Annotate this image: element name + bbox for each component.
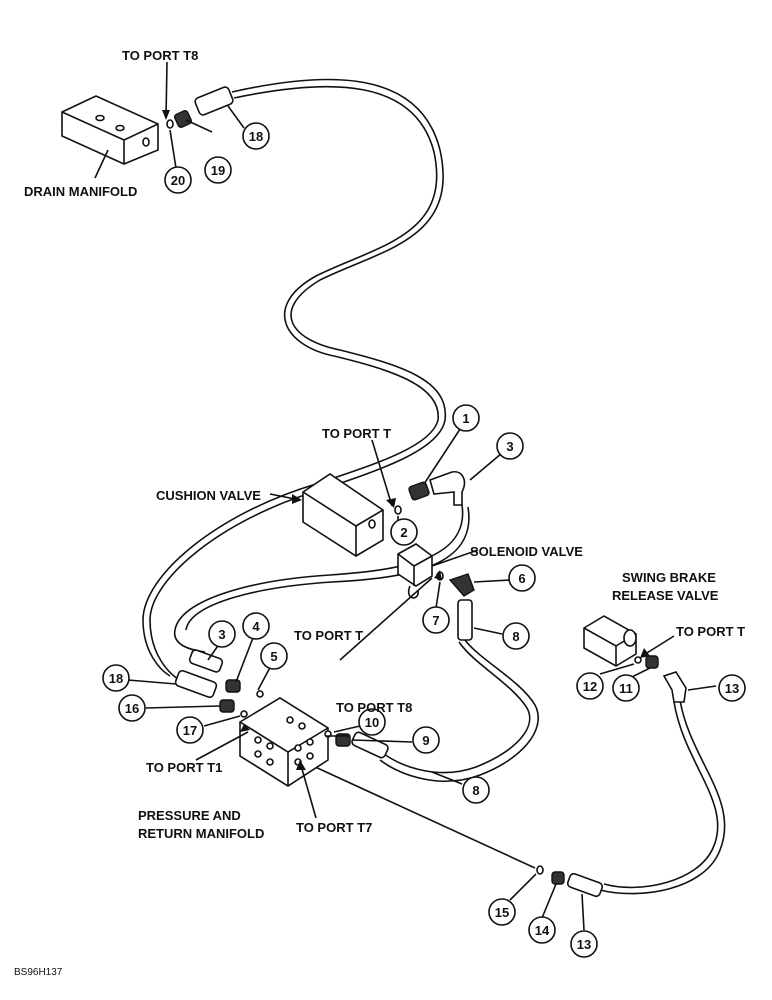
svg-text:9: 9	[422, 733, 429, 748]
label-cushion-valve: CUSHION VALVE	[156, 488, 261, 503]
svg-text:8: 8	[472, 783, 479, 798]
svg-text:5: 5	[270, 649, 277, 664]
fitting-18-top	[194, 86, 234, 116]
callout-18-top: 18	[242, 122, 270, 150]
label-to-port-t8-manifold: TO PORT T8	[336, 700, 412, 715]
pressure-return-manifold	[239, 697, 329, 787]
solenoid-valve	[397, 543, 433, 599]
elbow-3-top	[429, 470, 466, 506]
svg-text:18: 18	[249, 129, 263, 144]
svg-text:3: 3	[506, 439, 513, 454]
label-pressure-and: PRESSURE AND	[138, 808, 241, 823]
callout-13-bottom: 13	[570, 930, 598, 958]
callout-20: 20	[164, 166, 192, 194]
callout-2: 2	[390, 518, 418, 546]
fitting-8-bottom	[351, 731, 389, 759]
o-ring-15	[536, 865, 544, 875]
svg-text:20: 20	[171, 173, 185, 188]
callout-3-bottom: 3	[208, 620, 236, 648]
label-to-port-t-solenoid: TO PORT T	[294, 628, 363, 643]
swing-brake-release-valve	[583, 615, 637, 667]
callout-9: 9	[412, 726, 440, 754]
fitting-18-bottom	[174, 669, 218, 699]
label-solenoid-valve: SOLENOID VALVE	[470, 544, 583, 559]
svg-text:7: 7	[432, 613, 439, 628]
callout-19: 19	[204, 156, 232, 184]
callout-16: 16	[118, 694, 146, 722]
svg-text:14: 14	[535, 923, 550, 938]
o-ring-12	[634, 656, 642, 664]
svg-text:12: 12	[583, 679, 597, 694]
fitting-9	[335, 733, 351, 747]
cushion-valve	[302, 473, 384, 557]
label-drain-manifold: DRAIN MANIFOLD	[24, 184, 137, 199]
figure-code: BS96H137	[14, 967, 63, 978]
label-swing-brake-1: SWING BRAKE	[622, 570, 716, 585]
o-ring-2	[394, 505, 402, 515]
label-to-port-t-swing: TO PORT T	[676, 624, 745, 639]
callout-10: 10	[358, 708, 386, 736]
fitting-16	[219, 699, 235, 713]
fitting-1	[408, 481, 430, 501]
callout-8-top: 8	[502, 622, 530, 650]
o-ring-20	[166, 119, 174, 129]
svg-text:6: 6	[518, 571, 525, 586]
svg-text:18: 18	[109, 671, 123, 686]
callout-15: 15	[488, 898, 516, 926]
callout-17: 17	[176, 716, 204, 744]
svg-text:15: 15	[495, 905, 509, 920]
svg-text:8: 8	[512, 629, 519, 644]
svg-text:13: 13	[725, 681, 739, 696]
callout-5: 5	[260, 642, 288, 670]
elbow-6	[448, 573, 475, 597]
svg-text:3: 3	[218, 627, 225, 642]
svg-text:16: 16	[125, 701, 139, 716]
hose-8	[379, 639, 539, 782]
label-to-port-t8-top: TO PORT T8	[122, 48, 198, 63]
elbow-13-right	[662, 671, 687, 703]
fitting-4	[225, 679, 241, 693]
label-to-port-t7: TO PORT T7	[296, 820, 372, 835]
svg-text:13: 13	[577, 937, 591, 952]
label-return-manifold: RETURN MANIFOLD	[138, 826, 264, 841]
callout-14: 14	[528, 916, 556, 944]
callout-11: 11	[612, 674, 640, 702]
callout-4: 4	[242, 612, 270, 640]
label-to-port-t1: TO PORT T1	[146, 760, 222, 775]
o-ring-5	[256, 690, 264, 698]
svg-text:19: 19	[211, 163, 225, 178]
hose-13	[599, 699, 726, 895]
callout-12: 12	[576, 672, 604, 700]
callout-1: 1	[452, 404, 480, 432]
hose-3	[174, 504, 464, 653]
svg-text:4: 4	[252, 619, 260, 634]
fitting-3-bottom	[188, 649, 224, 673]
callout-7: 7	[422, 606, 450, 634]
fitting-19	[173, 109, 193, 129]
callouts: 1 2 3 3 4 5 6 7 8 8 9 10 11 12 13 13 14 …	[102, 122, 746, 958]
svg-text:11: 11	[619, 681, 633, 696]
fitting-8-top	[457, 599, 473, 641]
fitting-11	[645, 655, 659, 669]
fitting-13-bottom	[566, 872, 604, 898]
fitting-14	[551, 871, 565, 885]
svg-text:17: 17	[183, 723, 197, 738]
callout-18-bottom: 18	[102, 664, 130, 692]
hose-18	[149, 78, 446, 681]
svg-text:10: 10	[365, 715, 379, 730]
svg-text:2: 2	[400, 525, 407, 540]
callout-3-top: 3	[496, 432, 524, 460]
svg-text:1: 1	[462, 411, 469, 426]
o-ring-17	[240, 710, 248, 718]
callout-13-right: 13	[718, 674, 746, 702]
callout-6: 6	[508, 564, 536, 592]
drain-manifold	[61, 95, 159, 165]
callout-8-bottom: 8	[462, 776, 490, 804]
label-to-port-t-cushion: TO PORT T	[322, 426, 391, 441]
label-swing-brake-2: RELEASE VALVE	[612, 588, 719, 603]
